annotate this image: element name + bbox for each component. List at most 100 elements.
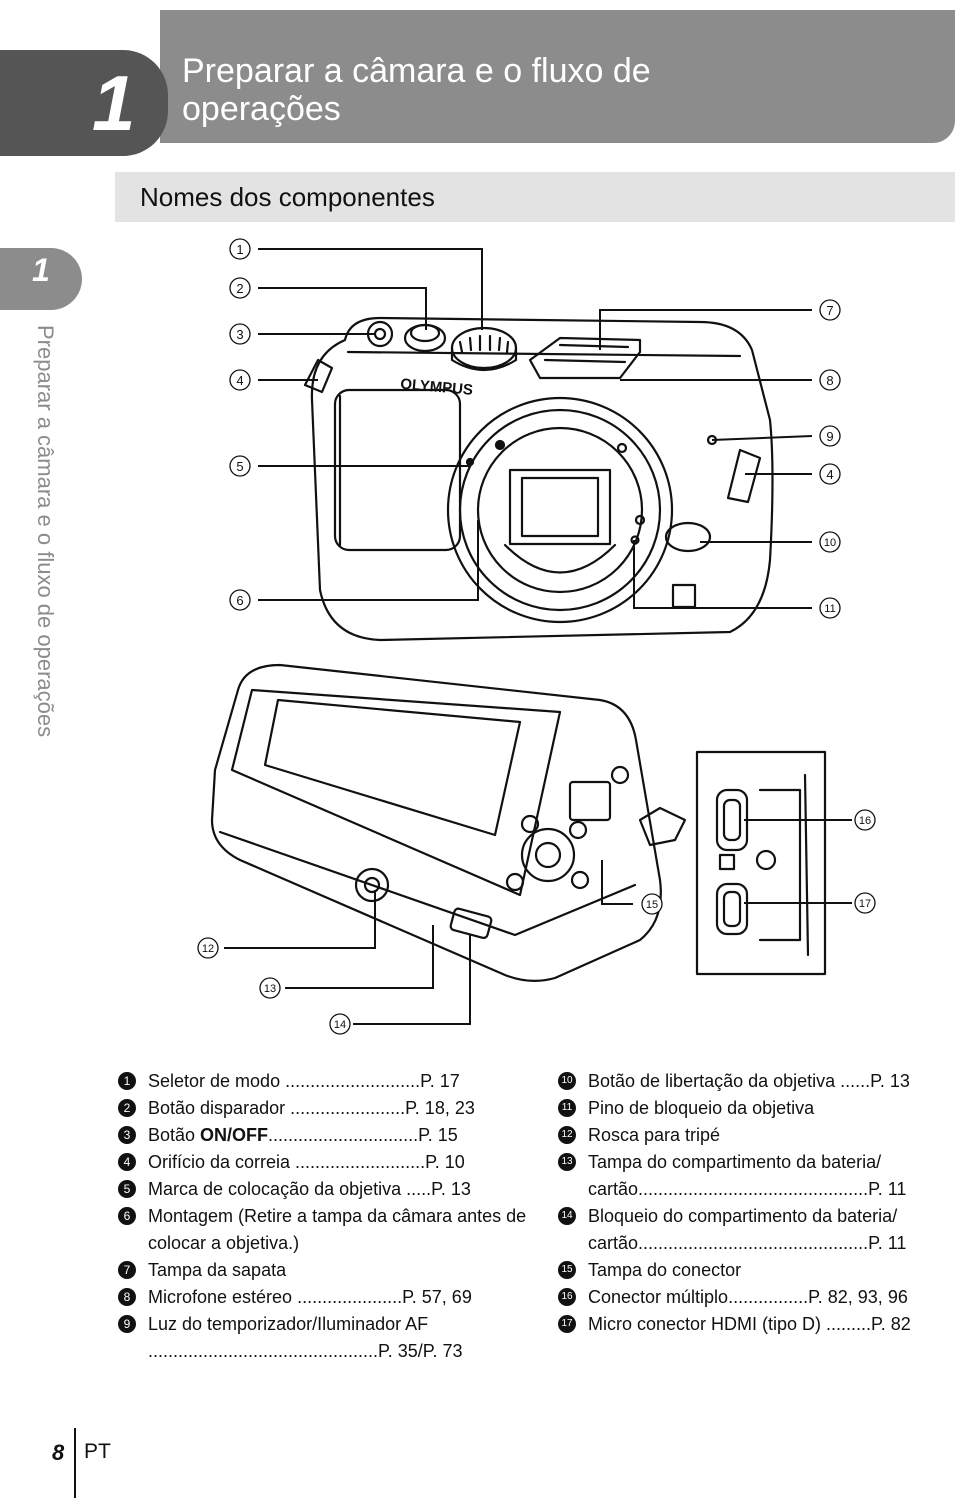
legend-number: 15 bbox=[558, 1261, 576, 1279]
chapter-title-band bbox=[160, 10, 955, 143]
legend-number: 11 bbox=[558, 1099, 576, 1117]
callout-4: 4 bbox=[229, 369, 251, 391]
legend-item: 11 Pino de bloqueio da objetiva bbox=[558, 1095, 958, 1122]
side-tab-number: 1 bbox=[32, 252, 50, 288]
side-chapter-tab bbox=[0, 248, 82, 310]
legend-number: 8 bbox=[118, 1288, 136, 1306]
svg-text:16: 16 bbox=[859, 815, 871, 827]
legend-number: 1 bbox=[118, 1072, 136, 1090]
svg-text:14: 14 bbox=[334, 1019, 346, 1031]
section-title: Nomes dos componentes bbox=[140, 182, 435, 212]
svg-text:5: 5 bbox=[236, 459, 243, 474]
legend-text: Microfone estéreo .....................P… bbox=[148, 1287, 472, 1307]
svg-text:15: 15 bbox=[646, 899, 658, 911]
strap-eyelet-back bbox=[638, 806, 687, 847]
sensor bbox=[508, 468, 612, 546]
legend-left: 1 Seletor de modo .......................… bbox=[118, 1068, 528, 1365]
callout-12: 12 bbox=[197, 937, 219, 959]
legend-number: 7 bbox=[118, 1261, 136, 1279]
callout-11: 11 bbox=[819, 597, 841, 619]
svg-text:4: 4 bbox=[236, 373, 243, 388]
camera-front-body bbox=[310, 316, 774, 642]
side-running-title: Preparar a câmara e o fluxo de operações bbox=[33, 325, 58, 738]
legend-right: 10 Botão de libertação da objetiva ......… bbox=[558, 1068, 958, 1338]
strap-eyelet-left bbox=[303, 358, 334, 394]
legend-item: 5 Marca de colocação da objetiva .....P. … bbox=[118, 1176, 528, 1203]
svg-text:3: 3 bbox=[236, 327, 243, 342]
callout-10: 10 bbox=[819, 531, 841, 553]
section-bar bbox=[115, 172, 955, 222]
legend-item: 15 Tampa do conector bbox=[558, 1257, 958, 1284]
svg-text:10: 10 bbox=[824, 537, 836, 549]
legend-item: 8 Microfone estéreo .....................… bbox=[118, 1284, 528, 1311]
legend-item: 1 Seletor de modo .......................… bbox=[118, 1068, 528, 1095]
chapter-number: 1 bbox=[92, 59, 136, 147]
svg-text:1: 1 bbox=[236, 242, 243, 257]
camera-front-top-edge bbox=[346, 350, 742, 358]
lens-mount bbox=[446, 396, 674, 624]
callout-3: 3 bbox=[229, 323, 251, 345]
legend-number: 10 bbox=[558, 1072, 576, 1090]
legend-number: 14 bbox=[558, 1207, 576, 1225]
legend-text-prefix: Botão bbox=[148, 1125, 201, 1145]
battery-lock bbox=[449, 907, 493, 940]
legend-number: 9 bbox=[118, 1315, 136, 1333]
tripod-socket bbox=[354, 867, 390, 903]
chapter-title: Preparar a câmara e o fluxo de operações bbox=[182, 52, 882, 128]
legend-text: Tampa do conector bbox=[588, 1260, 742, 1280]
camera-diagram: OLYMPUS bbox=[197, 238, 876, 1035]
control-dial bbox=[520, 827, 576, 883]
callout-6: 6 bbox=[229, 589, 251, 611]
grip bbox=[333, 388, 462, 552]
legend-item: 10 Botão de libertação da objetiva ......… bbox=[558, 1068, 958, 1095]
svg-text:2: 2 bbox=[236, 281, 243, 296]
chapter-title-line2: operações bbox=[182, 90, 341, 128]
callout-2: 2 bbox=[229, 277, 251, 299]
footer-divider bbox=[74, 1428, 76, 1498]
legend-text: Botão de libertação da objetiva ......P.… bbox=[588, 1071, 910, 1091]
hdmi-connector bbox=[715, 882, 749, 936]
hotshoe-cover bbox=[528, 336, 642, 380]
callout-9: 9 bbox=[819, 425, 841, 447]
svg-text:13: 13 bbox=[264, 983, 276, 995]
legend-text: Orifício da correia ....................… bbox=[148, 1152, 465, 1172]
callout-4-right: 4 bbox=[819, 463, 841, 485]
svg-text:9: 9 bbox=[826, 429, 833, 444]
legend-text: Micro conector HDMI (tipo D) .........P.… bbox=[588, 1314, 911, 1334]
chapter-title-line1: Preparar a câmara e o fluxo de bbox=[182, 52, 651, 90]
legend-number: 3 bbox=[118, 1126, 136, 1144]
lens-release-button bbox=[664, 521, 712, 553]
svg-text:12: 12 bbox=[202, 943, 214, 955]
lcd-screen bbox=[263, 698, 522, 837]
callout-5: 5 bbox=[229, 455, 251, 477]
legend-text: Tampa da sapata bbox=[148, 1260, 287, 1280]
callout-8: 8 bbox=[819, 369, 841, 391]
legend-number: 5 bbox=[118, 1180, 136, 1198]
language-code: PT bbox=[84, 1440, 111, 1463]
legend-number: 2 bbox=[118, 1099, 136, 1117]
chapter-number-tab bbox=[0, 50, 168, 156]
callout-13: 13 bbox=[259, 977, 281, 999]
callout-14: 14 bbox=[329, 1013, 351, 1035]
svg-text:6: 6 bbox=[236, 593, 243, 608]
legend-text: Montagem (Retire a tampa da câmara antes… bbox=[148, 1206, 527, 1253]
svg-text:17: 17 bbox=[859, 898, 871, 910]
camera-back-body bbox=[210, 663, 662, 982]
legend-text: Marca de colocação da objetiva .....P. 1… bbox=[148, 1179, 471, 1199]
legend-text: Pino de bloqueio da objetiva bbox=[588, 1098, 815, 1118]
svg-text:11: 11 bbox=[824, 603, 835, 615]
connector-inset bbox=[695, 750, 827, 976]
chapter-header: 1 Preparar a câmara e o fluxo de operaçõ… bbox=[0, 0, 955, 156]
svg-text:4: 4 bbox=[826, 467, 833, 482]
legend-text: Rosca para tripé bbox=[588, 1125, 721, 1145]
legend-text: Seletor de modo ........................… bbox=[148, 1071, 460, 1091]
callout-7: 7 bbox=[819, 299, 841, 321]
callout-16: 16 bbox=[854, 809, 876, 831]
